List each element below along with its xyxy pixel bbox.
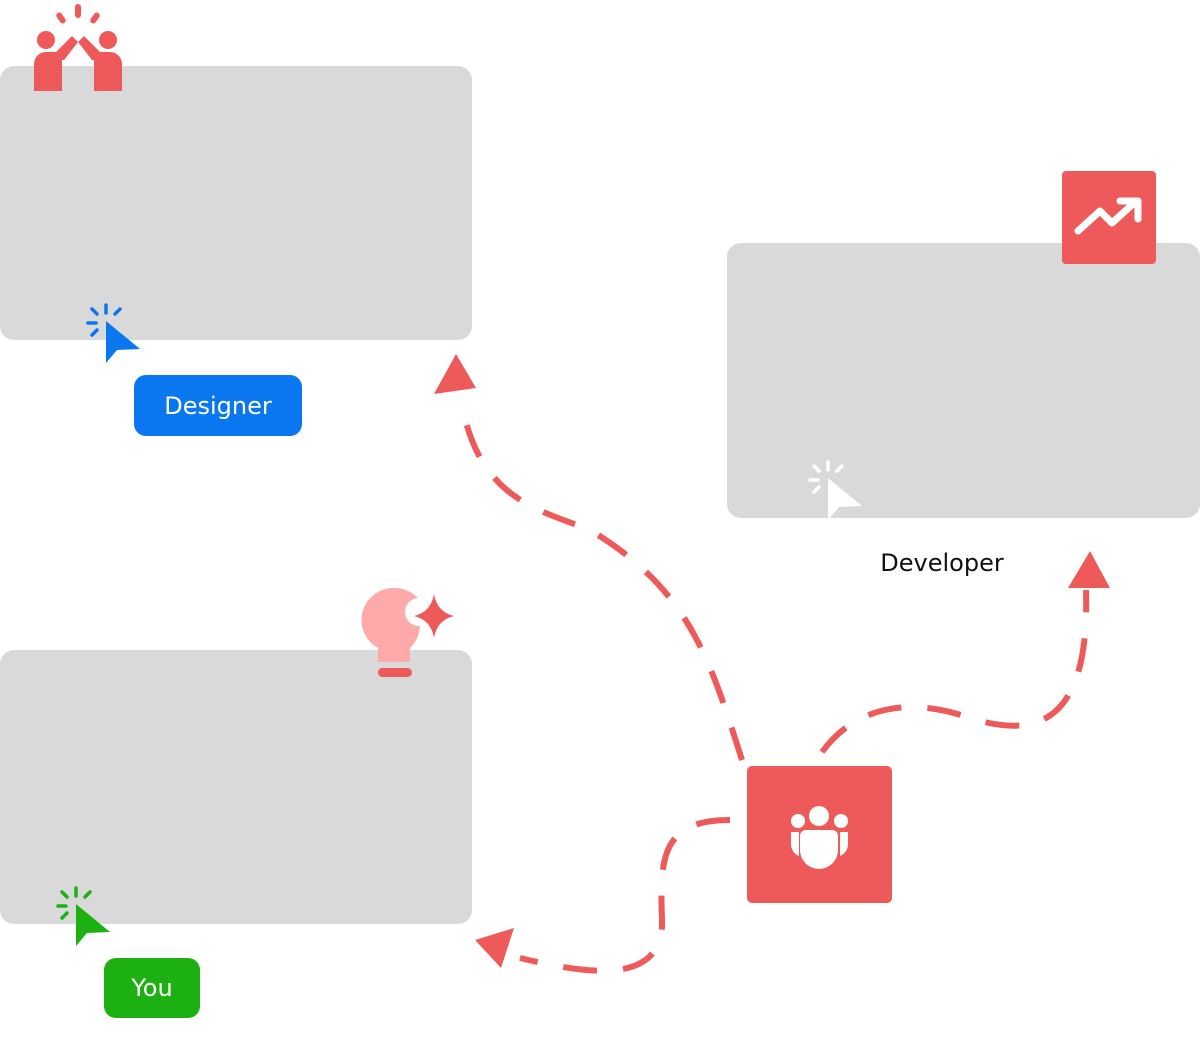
team-icon[interactable]: [747, 766, 892, 903]
arrowhead-developer: [1068, 551, 1110, 588]
designer-card[interactable]: [0, 66, 472, 340]
connector-to-developer: [819, 589, 1090, 754]
you-card[interactable]: [0, 650, 472, 924]
high-five-icon: [34, 4, 122, 91]
designer-tag: Designer: [134, 375, 302, 436]
you-cursor-icon: [56, 886, 110, 946]
you-tag: You: [104, 958, 200, 1018]
developer-card[interactable]: [727, 243, 1200, 518]
developer-tag: Developer: [862, 533, 1022, 593]
lightbulb-sparkle-icon: [361, 587, 454, 677]
developer-cursor-icon: [808, 460, 862, 520]
designer-cursor-icon: [86, 303, 140, 363]
connector-to-you: [519, 817, 731, 974]
arrowhead-designer: [434, 354, 476, 394]
arrowhead-you: [475, 928, 514, 968]
connector-to-designer: [459, 404, 745, 761]
trending-up-icon: [1062, 171, 1156, 264]
